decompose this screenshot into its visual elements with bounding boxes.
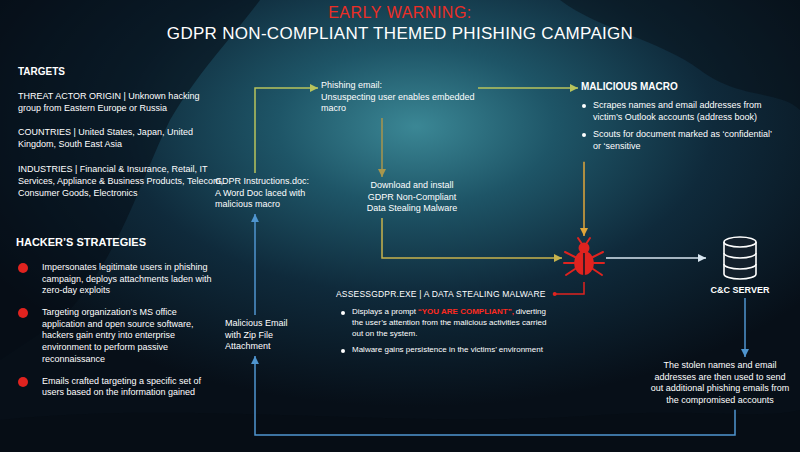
bug-leg xyxy=(578,238,582,244)
text-block: MALICIOUS MACRO xyxy=(581,81,782,92)
bug-body xyxy=(574,251,594,275)
text-block: Scrapes names and email addresses from v… xyxy=(581,100,782,123)
text-block: Malicious Email with Zip File Attachment xyxy=(225,318,303,353)
flow-step: GDPR Instructions.doc: A Word Doc laced w… xyxy=(212,173,324,214)
text-block: The stolen names and email addresses are… xyxy=(649,360,791,407)
malware-node: ASSESSGDPR.EXE | A DATA STEALING MALWARE… xyxy=(562,236,606,280)
flow-arrow xyxy=(255,356,735,435)
node-text: ASSESSGDPR.EXE | A DATA STEALING MALWARE xyxy=(336,289,546,299)
leader-dot xyxy=(553,292,557,296)
flow-arrow xyxy=(254,214,256,315)
text-block: Displays a prompt“YOU ARE COMPLIANT”,div… xyxy=(340,307,550,362)
flow-step: MALICIOUS MACRO Scrapes names and email a… xyxy=(578,78,785,162)
flow-arrow xyxy=(381,118,383,177)
text-block: Unsuspecting user enables embedded macro xyxy=(321,92,475,115)
flow-arrow xyxy=(478,87,578,89)
bug-wing-split xyxy=(583,253,585,275)
text-block: Malware gains persistence in the victims… xyxy=(340,345,550,356)
bug-head xyxy=(579,243,590,254)
section-heading: HACKER’S STRATEGIES xyxy=(16,236,216,248)
node-text: Scrapes names and email addresses from v… xyxy=(593,100,762,122)
node-text: Phishing email: xyxy=(321,80,382,90)
text-block: C&C SERVER xyxy=(709,285,771,295)
node-text: Malicious Email with Zip File Attachment xyxy=(225,318,288,351)
text-block: Download and install GDPR Non-Compliant … xyxy=(357,180,467,215)
label-group: HACKER’S STRATEGIES Impersonates legitima… xyxy=(16,236,216,409)
bug-leg xyxy=(593,252,603,257)
database-top xyxy=(724,237,756,247)
node-text: Unsuspecting user enables embedded macro xyxy=(321,92,475,114)
database-band xyxy=(724,264,756,269)
flow-arrow xyxy=(255,88,318,173)
target-detail: THREAT ACTOR ORIGIN | Unknown hacking gr… xyxy=(18,90,223,114)
target-detail: COUNTRIES | United States, Japan, United… xyxy=(18,126,223,150)
node-text: “YOU ARE COMPLIANT”, xyxy=(418,307,514,316)
server-node: C&C SERVER xyxy=(706,232,774,298)
text-block: ASSESSGDPR.EXE | A DATA STEALING MALWARE xyxy=(336,289,551,299)
strategy-bullet: Impersonates legitimate users in phishin… xyxy=(16,262,216,297)
node-text: A Word Doc laced with malicious macro xyxy=(215,188,305,210)
flow-step: Download and install GDPR Non-Compliant … xyxy=(354,177,470,218)
section-heading: TARGETS xyxy=(18,66,223,77)
text-block: GDPR Instructions.doc: xyxy=(215,176,321,188)
flow-step: Malicious Email with Zip File Attachment xyxy=(222,315,306,356)
label-group: EARLY WARNING: xyxy=(250,4,550,22)
text-block: A Word Doc laced with malicious macro xyxy=(215,188,321,211)
text-block: Displays a prompt“YOU ARE COMPLIANT”,div… xyxy=(340,307,550,339)
strategy-bullet: Targeting organization’s MS office appli… xyxy=(16,307,216,365)
label-group: TARGETS THREAT ACTOR ORIGIN | Unknown hac… xyxy=(18,66,223,211)
rock-shape xyxy=(560,0,800,110)
database-band xyxy=(724,253,756,258)
bug-leg xyxy=(564,262,574,264)
node-text: Malware gains persistence in the victims… xyxy=(352,345,543,354)
text-block: Scouts for document marked as ‘confident… xyxy=(581,129,782,152)
node-text: C&C SERVER xyxy=(711,285,770,295)
bug-leg xyxy=(566,269,575,275)
warning-label: EARLY WARNING: xyxy=(250,4,550,22)
bug-leg xyxy=(586,238,590,244)
flow-arrow xyxy=(744,298,746,357)
bug-leg xyxy=(594,262,604,264)
text-block: Phishing email: xyxy=(321,80,475,92)
bug-leg xyxy=(565,252,575,257)
flow-arrow xyxy=(606,257,706,259)
node-text: Displays a prompt xyxy=(352,307,416,316)
flow-step: The stolen names and email addresses are… xyxy=(646,357,794,410)
target-detail: INDUSTRIES | Financial & Insurance, Reta… xyxy=(18,163,223,199)
node-text: Scouts for document marked as ‘confident… xyxy=(593,129,772,151)
bug-leg xyxy=(593,269,602,275)
leader-line xyxy=(555,282,584,294)
strategy-bullet: Emails crafted targeting a specific set … xyxy=(16,376,216,399)
node-text: Download and install GDPR Non-Compliant … xyxy=(367,180,458,213)
flow-arrow xyxy=(583,162,585,236)
diagram-title: GDPR NON-COMPLIANT THEMED PHISHING CAMPA… xyxy=(100,24,700,44)
text-block: ASSESSGDPR.EXE | A DATA STEALING MALWARE xyxy=(336,289,551,299)
rock-shape xyxy=(0,410,800,452)
node-text: The stolen names and email addresses are… xyxy=(651,360,790,405)
bug-icon xyxy=(562,236,606,280)
node-text: GDPR Instructions.doc: xyxy=(215,176,309,186)
flow-arrow xyxy=(382,218,562,258)
node-text: MALICIOUS MACRO xyxy=(581,81,678,92)
flow-step: Phishing email: Unsuspecting user enables… xyxy=(318,77,478,118)
database-icon xyxy=(720,235,760,281)
